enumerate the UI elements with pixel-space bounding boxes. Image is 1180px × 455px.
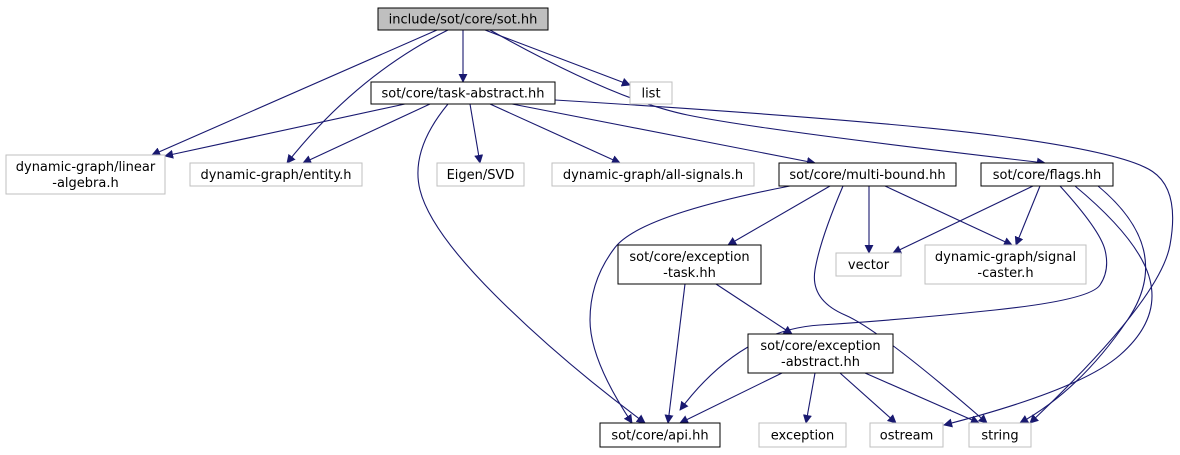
edge-multi-bound-to-exception-task xyxy=(727,185,831,246)
edge-exception-abstract-to-ostream xyxy=(839,372,897,424)
node-box xyxy=(778,162,957,187)
edge-task-abstract-to-entity xyxy=(302,103,431,164)
node-label: Eigen/SVD xyxy=(447,168,515,183)
node-box xyxy=(436,162,525,187)
node-label: vector xyxy=(848,258,890,273)
node-exception-abstract[interactable]: sot/core/exception-abstract.hh xyxy=(747,333,894,374)
node-all-signals: dynamic-graph/all-signals.h xyxy=(551,162,755,187)
node-string: string xyxy=(968,422,1032,448)
node-box xyxy=(629,81,673,105)
node-eigen-svd: Eigen/SVD xyxy=(436,162,525,187)
node-label: dynamic-graph/all-signals.h xyxy=(563,168,743,183)
node-label: -abstract.hh xyxy=(781,355,860,370)
node-box xyxy=(968,422,1032,448)
node-label: dynamic-graph/linear xyxy=(16,160,156,175)
node-label: include/sot/core/sot.hh xyxy=(389,13,538,28)
node-box xyxy=(980,162,1114,187)
node-label: string xyxy=(981,429,1018,444)
edge-sot-to-entity xyxy=(286,29,449,164)
node-sot[interactable]: include/sot/core/sot.hh xyxy=(377,7,549,31)
edge-task-abstract-to-multi-bound xyxy=(511,103,816,166)
node-vector: vector xyxy=(835,252,902,277)
node-box xyxy=(189,162,363,187)
node-box xyxy=(835,252,902,277)
node-label: -algebra.h xyxy=(52,176,118,191)
node-exception: exception xyxy=(758,422,847,448)
node-label: sot/core/flags.hh xyxy=(993,168,1102,183)
edge-task-abstract-to-eigen-svd xyxy=(469,103,484,164)
edge-task-abstract-to-string xyxy=(554,99,1174,424)
node-flags[interactable]: sot/core/flags.hh xyxy=(980,162,1114,187)
node-label: dynamic-graph/entity.h xyxy=(201,168,352,183)
node-linear-algebra: dynamic-graph/linear-algebra.h xyxy=(5,154,166,195)
edge-sot-to-linear-algebra xyxy=(151,29,438,156)
node-label: sot/core/api.hh xyxy=(611,429,708,444)
node-box xyxy=(747,333,894,374)
nodes-layer: include/sot/core/sot.hh sot/core/task-abs… xyxy=(5,7,1114,448)
node-exception-task[interactable]: sot/core/exception-task.hh xyxy=(617,244,762,285)
edges-layer xyxy=(151,29,1174,428)
edge-exception-abstract-to-api xyxy=(679,372,783,424)
node-box xyxy=(599,422,721,448)
node-multi-bound[interactable]: sot/core/multi-bound.hh xyxy=(778,162,957,187)
edge-flags-to-api xyxy=(679,185,1108,411)
edge-sot-to-flags xyxy=(489,29,1046,167)
edge-flags-to-vector xyxy=(892,185,1034,254)
edge-multi-bound-to-string xyxy=(813,185,988,424)
node-task-abstract[interactable]: sot/core/task-abstract.hh xyxy=(370,81,556,105)
node-ostream: ostream xyxy=(869,422,944,448)
node-label: sot/core/multi-bound.hh xyxy=(789,168,945,183)
node-box xyxy=(758,422,847,448)
node-label: dynamic-graph/signal xyxy=(935,250,1076,265)
node-api[interactable]: sot/core/api.hh xyxy=(599,422,721,448)
edge-flags-to-signal-caster xyxy=(1014,185,1041,246)
edge-exception-task-to-exception-abstract xyxy=(715,283,793,335)
node-label: list xyxy=(641,87,660,102)
node-box xyxy=(551,162,755,187)
node-box xyxy=(617,244,762,285)
node-list: list xyxy=(629,81,673,105)
edge-multi-bound-to-signal-caster xyxy=(884,185,1013,246)
node-box xyxy=(924,244,1087,285)
edge-exception-abstract-to-exception xyxy=(803,372,816,424)
edge-exception-task-to-api xyxy=(664,283,686,424)
node-label: ostream xyxy=(880,429,934,444)
edge-sot-to-list xyxy=(484,29,631,87)
edge-flags-to-ostream xyxy=(943,185,1153,428)
node-signal-caster: dynamic-graph/signal-caster.h xyxy=(924,244,1087,285)
node-label: sot/core/exception xyxy=(760,339,880,354)
node-box xyxy=(869,422,944,448)
edge-task-abstract-to-linear-algebra xyxy=(164,103,406,159)
node-label: exception xyxy=(771,429,835,444)
node-label: sot/core/task-abstract.hh xyxy=(381,87,544,102)
node-box xyxy=(370,81,556,105)
node-label: -caster.h xyxy=(977,266,1033,281)
node-box xyxy=(5,154,166,195)
node-label: sot/core/exception xyxy=(629,250,749,265)
node-entity: dynamic-graph/entity.h xyxy=(189,162,363,187)
edge-task-abstract-to-all-signals xyxy=(489,103,621,164)
edge-flags-to-string xyxy=(1019,185,1147,424)
edge-task-abstract-to-api xyxy=(417,103,646,424)
edge-multi-bound-to-api xyxy=(589,185,791,424)
node-box xyxy=(377,7,549,31)
node-label: -task.hh xyxy=(663,266,716,281)
edge-exception-abstract-to-string xyxy=(864,372,980,424)
